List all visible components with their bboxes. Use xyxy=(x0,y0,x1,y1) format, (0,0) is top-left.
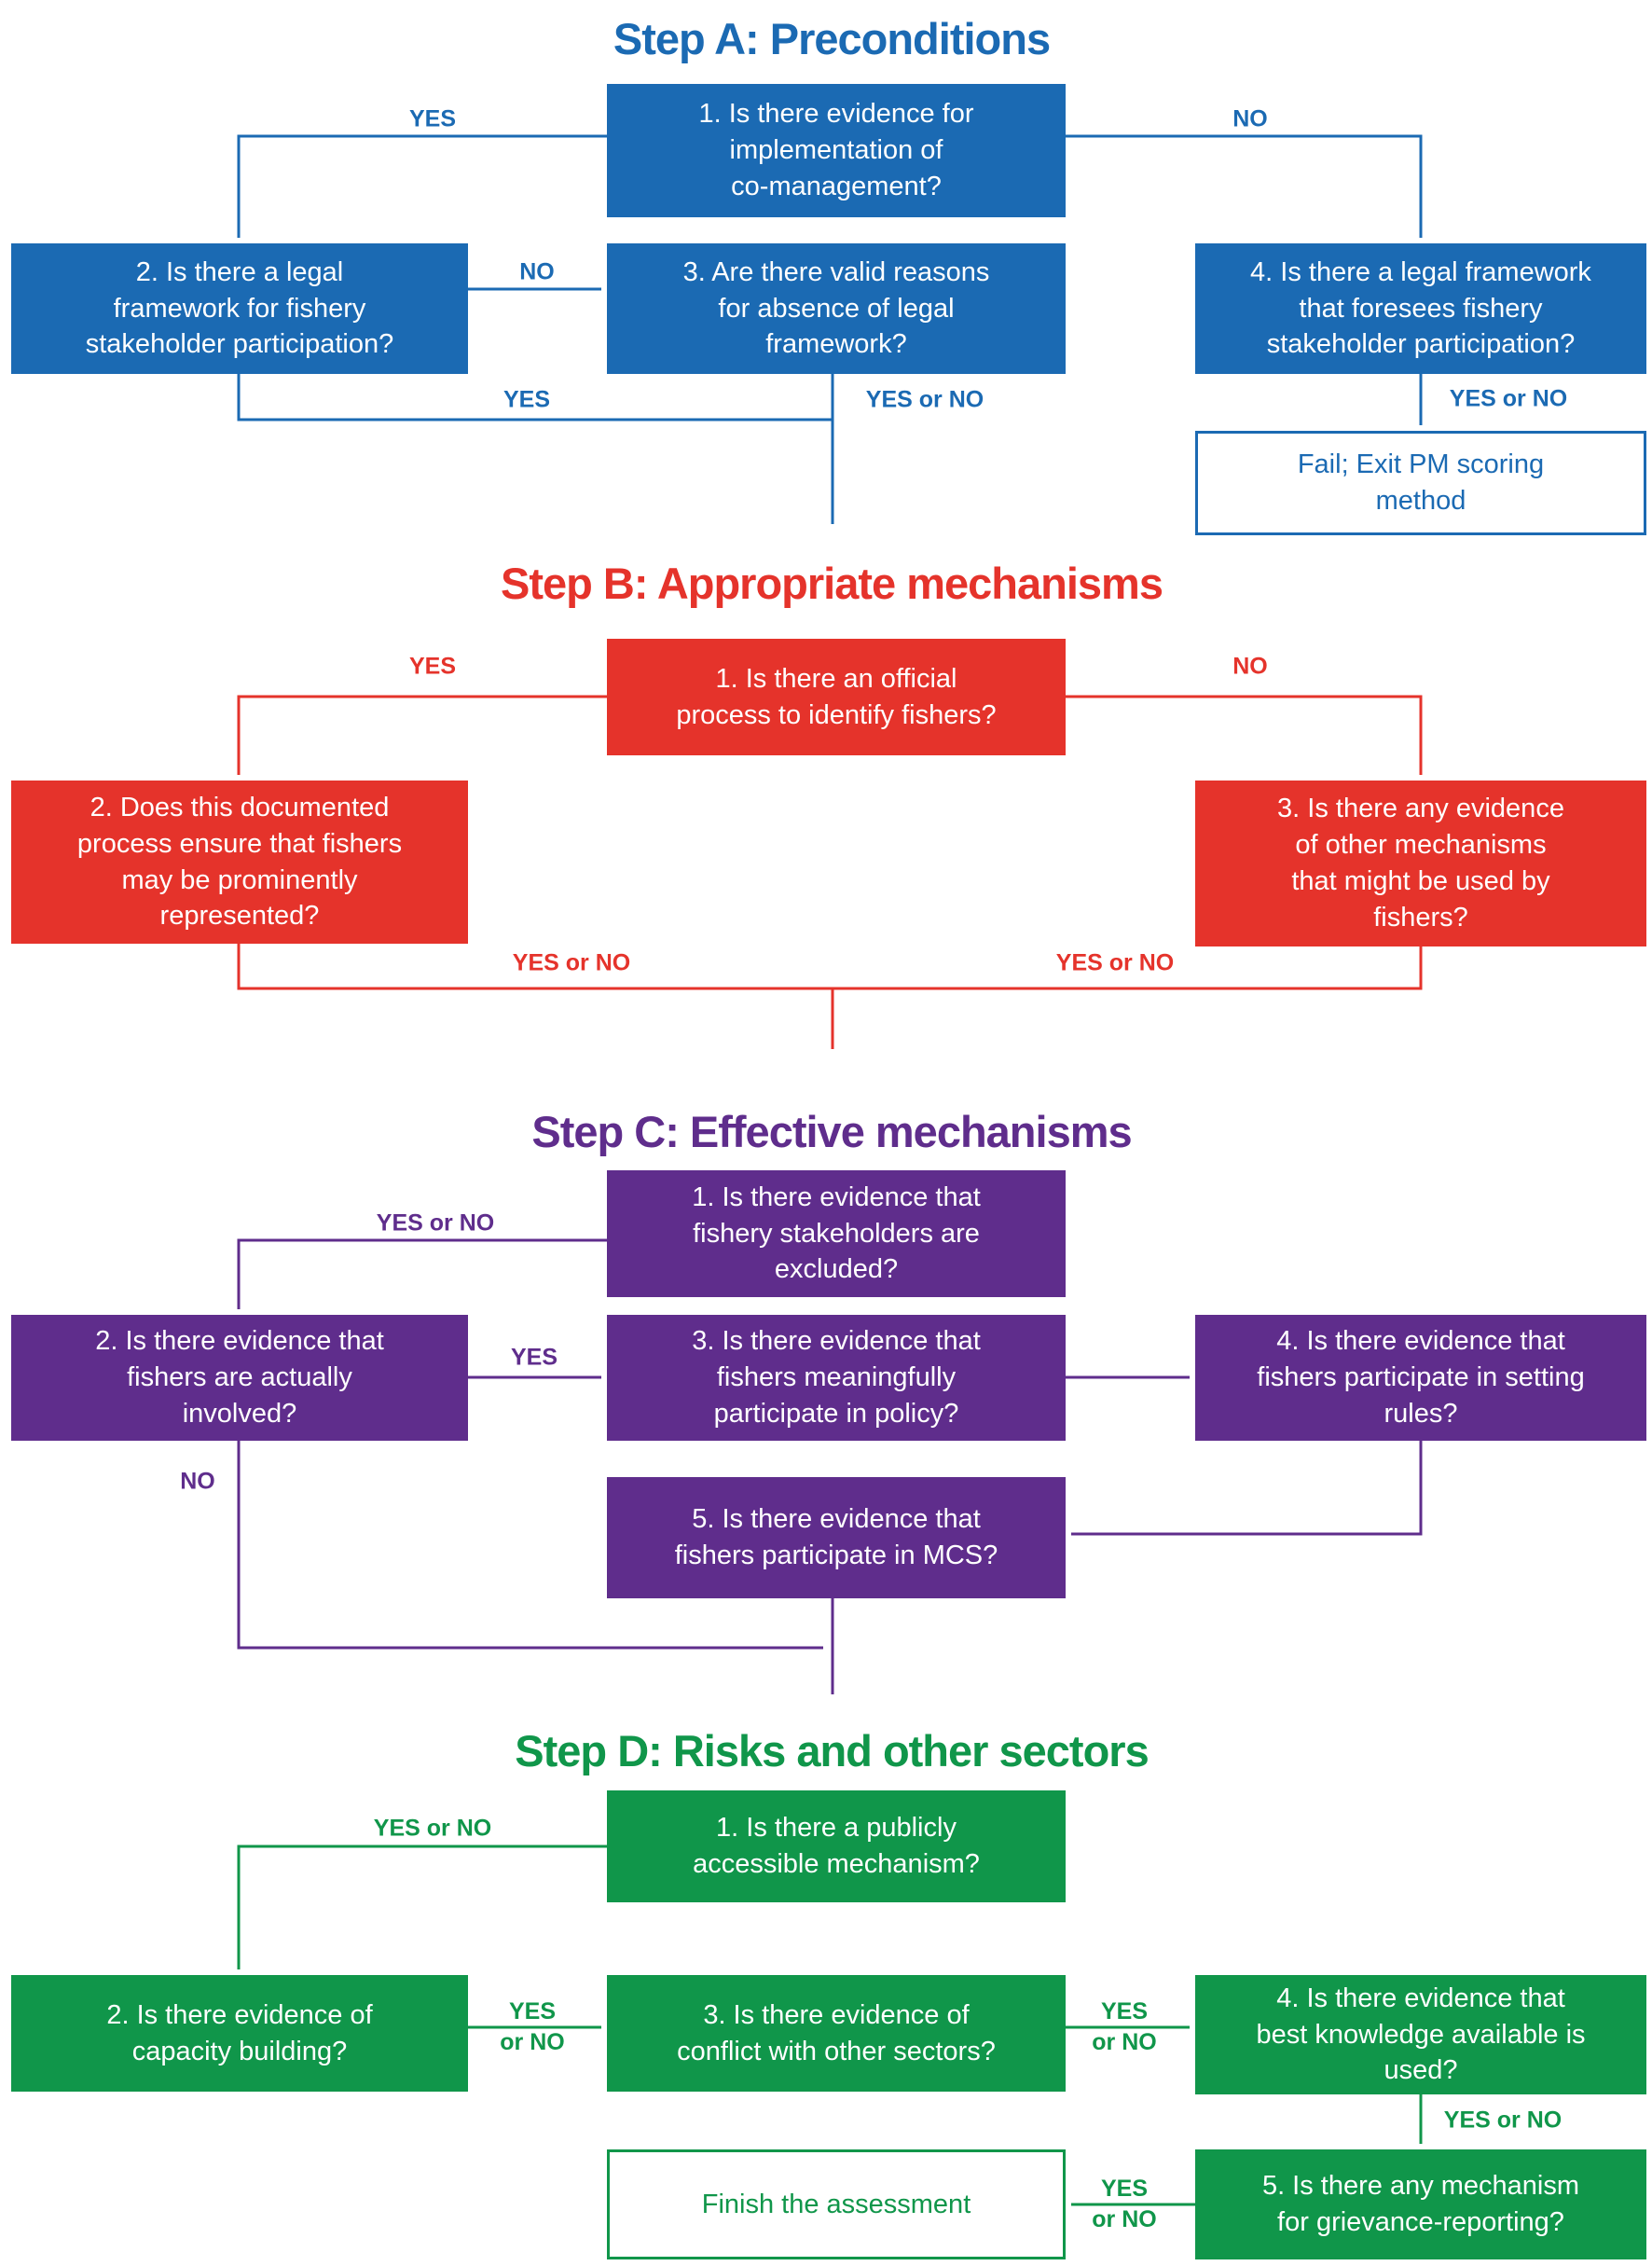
step-d-title: Step D: Risks and other sectors xyxy=(515,1726,1149,1775)
box-b-q2: 2. Does this documented process ensure t… xyxy=(11,781,468,944)
box-d-q5: 5. Is there any mechanism for grievance-… xyxy=(1195,2149,1646,2259)
label-a-yesno-q4: YES or NO xyxy=(1449,385,1568,412)
box-d-q2: 2. Is there evidence of capacity buildin… xyxy=(11,1975,468,2092)
arrow-c4-to-c5 xyxy=(1071,1441,1423,1536)
box-d-q4: 4. Is there evidence that best knowledge… xyxy=(1195,1975,1646,2094)
box-b-q3: 3. Is there any evidence of other mechan… xyxy=(1195,781,1646,946)
label-d-yesno-q5: YES or NO xyxy=(1092,2176,1157,2232)
label-a-yes-q1: YES xyxy=(408,105,457,132)
fail-exit-box: Fail; Exit PM scoring method xyxy=(1195,431,1646,535)
label-d-yesno-q4: YES or NO xyxy=(1443,2107,1563,2134)
finish-assessment-box: Finish the assessment xyxy=(607,2149,1066,2259)
label-d-yesno-q2: YES or NO xyxy=(500,1998,565,2055)
step-a-title: Step A: Preconditions xyxy=(613,14,1051,63)
label-b-yesno-q2: YES or NO xyxy=(512,949,631,976)
label-a-yesno-q3: YES or NO xyxy=(865,386,984,413)
box-d-q3: 3. Is there evidence of conflict with ot… xyxy=(607,1975,1066,2092)
label-c-yesno-q1: YES or NO xyxy=(376,1209,495,1237)
box-c-q3: 3. Is there evidence that fishers meanin… xyxy=(607,1315,1066,1441)
line-a2-yes-junction xyxy=(237,374,833,421)
box-c-q5: 5. Is there evidence that fishers partic… xyxy=(607,1477,1066,1598)
box-b-q1: 1. Is there an official process to ident… xyxy=(607,639,1066,755)
box-d-q1: 1. Is there a publicly accessible mechan… xyxy=(607,1790,1066,1902)
arrow-c2-no-junction xyxy=(237,1441,823,1650)
box-a-q3: 3. Are there valid reasons for absence o… xyxy=(607,243,1066,374)
arrow-c1-to-c2 xyxy=(237,1238,607,1309)
box-a-q2: 2. Is there a legal framework for fisher… xyxy=(11,243,468,374)
box-c-q4: 4. Is there evidence that fishers partic… xyxy=(1195,1315,1646,1441)
label-c-yes-q2: YES xyxy=(510,1344,558,1371)
box-c-q1: 1. Is there evidence that fishery stakeh… xyxy=(607,1170,1066,1297)
label-d-yesno-q3: YES or NO xyxy=(1092,1998,1157,2055)
label-b-no-q1: NO xyxy=(1232,653,1268,680)
box-a-q1: 1. Is there evidence for implementation … xyxy=(607,84,1066,217)
label-b-yesno-q3: YES or NO xyxy=(1055,949,1175,976)
arrow-a1-no-to-a4 xyxy=(1066,134,1423,238)
label-a-no-q1: NO xyxy=(1232,105,1268,132)
label-d-yesno-q1: YES or NO xyxy=(373,1815,492,1842)
label-c-no-q2: NO xyxy=(180,1468,215,1495)
box-c-q2: 2. Is there evidence that fishers are ac… xyxy=(11,1315,468,1441)
step-b-title: Step B: Appropriate mechanisms xyxy=(501,559,1163,608)
line-b-junction xyxy=(237,944,1423,990)
label-a-no-q2: NO xyxy=(519,258,555,285)
arrow-b1-no-to-b3 xyxy=(1066,695,1423,775)
arrow-d1-to-d2 xyxy=(237,1845,607,1969)
arrow-a1-yes-to-a2 xyxy=(237,134,607,238)
arrow-b1-yes-to-b2 xyxy=(237,695,607,775)
box-a-q4: 4. Is there a legal framework that fores… xyxy=(1195,243,1646,374)
label-b-yes-q1: YES xyxy=(408,653,457,680)
label-a-yes-q2: YES xyxy=(502,386,551,413)
step-c-title: Step C: Effective mechanisms xyxy=(531,1107,1132,1156)
